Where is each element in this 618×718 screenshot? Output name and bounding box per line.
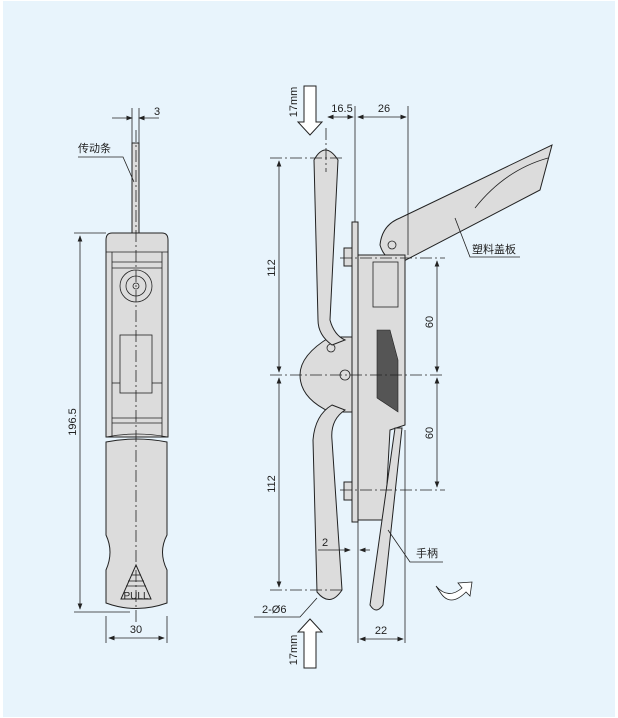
offset-dim: 16.5 bbox=[331, 103, 352, 115]
screw-top bbox=[343, 247, 353, 267]
mounting-plate bbox=[351, 221, 359, 523]
holes-dim: 2-Ø6 bbox=[262, 604, 286, 616]
drive-bar-leader bbox=[78, 156, 135, 183]
plastic-cover-label: 塑料盖板 bbox=[472, 242, 516, 256]
lower-lever bbox=[312, 404, 347, 600]
handle-depth-dim: 22 bbox=[375, 625, 387, 637]
width-dim: 30 bbox=[130, 624, 142, 636]
gap-dim: 2 bbox=[322, 537, 328, 549]
upper-length-dim: 112 bbox=[266, 259, 278, 277]
rod-width-dim: 3 bbox=[154, 106, 160, 118]
ratchet-teeth bbox=[376, 329, 399, 413]
push-arrow-bottom-icon bbox=[296, 618, 324, 669]
depth-dim: 26 bbox=[378, 103, 390, 115]
hub bbox=[299, 336, 353, 413]
front-view: PULL 3 传动条 196.5 30 bbox=[67, 106, 169, 643]
side-view: 112 112 60 60 16.5 26 22 2 2-Ø6 17mm 17m… bbox=[254, 85, 553, 669]
lower-length-dim: 112 bbox=[266, 475, 278, 493]
handle-label: 手柄 bbox=[416, 546, 438, 560]
push-arrow-top-icon bbox=[296, 85, 324, 136]
rotate-arrow-icon bbox=[435, 581, 473, 601]
travel-bottom-dim: 17mm bbox=[288, 635, 300, 666]
keyhole-icon bbox=[132, 282, 140, 290]
total-height-dim: 196.5 bbox=[67, 408, 79, 436]
handle-bar bbox=[369, 427, 403, 611]
travel-top-dim: 17mm bbox=[288, 87, 300, 118]
drive-bar-label: 传动条 bbox=[78, 141, 111, 155]
plastic-cover bbox=[379, 144, 553, 263]
drive-bar-rod bbox=[131, 142, 140, 234]
screw-bottom bbox=[343, 481, 353, 501]
lower-spacing-dim: 60 bbox=[424, 427, 436, 439]
upper-lever bbox=[313, 149, 347, 346]
upper-spacing-dim: 60 bbox=[424, 316, 436, 328]
pull-handle bbox=[105, 438, 168, 609]
